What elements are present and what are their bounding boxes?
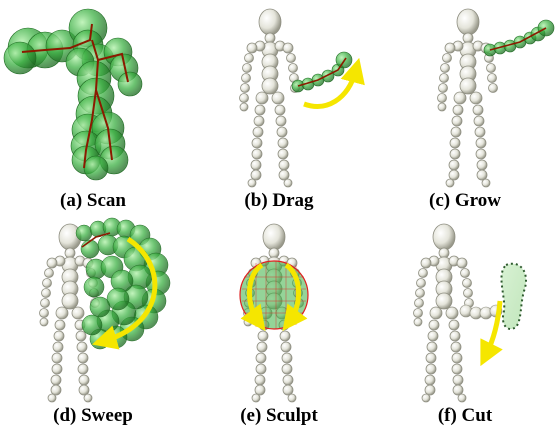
caption-sculpt: (e) Sculpt (186, 405, 372, 427)
panel-sweep: (d) Sweep (0, 215, 186, 430)
grow-figure (372, 0, 558, 190)
cut-figure (372, 215, 558, 405)
grow-green-spheres (484, 20, 554, 56)
caption-scan: (a) Scan (0, 190, 186, 212)
scan-green-spheres (4, 9, 142, 180)
caption-cut: (f) Cut (372, 405, 558, 427)
drag-figure (186, 0, 372, 190)
caption-drag: (b) Drag (186, 190, 372, 212)
panel-drag: (b) Drag (186, 0, 372, 215)
panel-scan: (a) Scan (0, 0, 186, 215)
caption-sweep: (d) Sweep (0, 405, 186, 427)
sweep-figure (0, 215, 186, 405)
panel-cut: (f) Cut (372, 215, 558, 430)
sculpt-figure (186, 215, 372, 405)
cut-outline (501, 264, 526, 329)
caption-grow: (c) Grow (372, 190, 558, 212)
panel-grow: (c) Grow (372, 0, 558, 215)
drag-green-spheres (292, 52, 352, 92)
scan-figure (0, 0, 186, 190)
panel-sculpt: (e) Sculpt (186, 215, 372, 430)
